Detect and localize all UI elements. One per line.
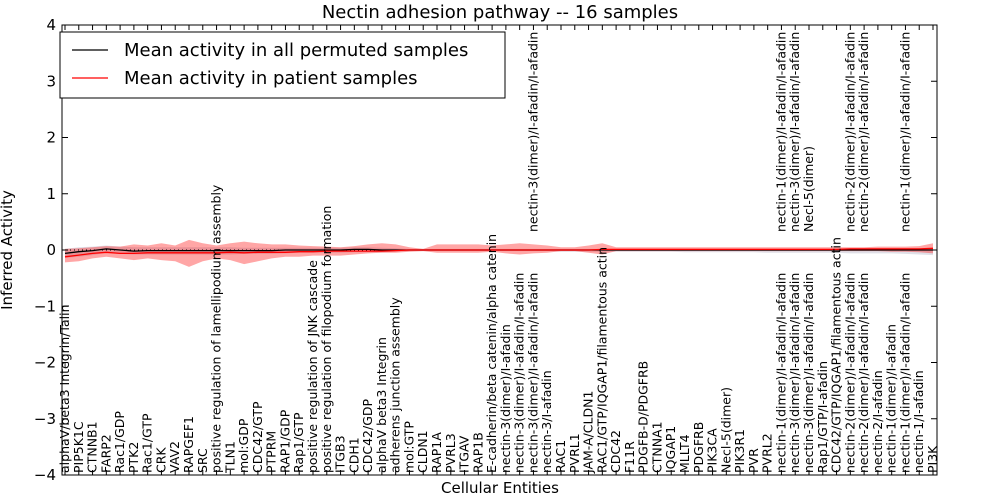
x-tick-label: CTNNB1	[85, 421, 100, 473]
y-tick-label: −2	[34, 354, 56, 372]
x-tick-label: PVRL3	[443, 433, 458, 473]
x-tick-label: RAP1B	[470, 432, 485, 473]
x-tick-label: F11R	[622, 441, 637, 473]
chart-title: Nectin adhesion pathway -- 16 samples	[322, 2, 678, 23]
y-tick-label: 1	[46, 185, 56, 203]
x-tick-label: RAPGEF1	[181, 416, 196, 473]
x-tick-label: nectin-1(dimer)/I-afadin/I-afadin	[773, 273, 788, 473]
legend-label-0: Mean activity in all permuted samples	[124, 40, 468, 61]
x-tick-label: RAC1	[553, 440, 568, 473]
x-tick-label: nectin-3(dimer)/I-afadin/I-afadin	[525, 273, 540, 473]
x-tick-label: nectin-3/I-afadin	[539, 370, 554, 473]
x-tick-label: VAV2	[167, 441, 182, 473]
x-tick-label: RAP1/GDP	[277, 409, 292, 473]
y-tick-label: 0	[46, 241, 56, 259]
x-tick-label: ITGAV	[457, 435, 472, 473]
x-tick-label: PIP5K1C	[71, 421, 86, 473]
y-tick-label: 4	[46, 16, 56, 34]
x-tick-label: PDGFB-D/PDGFRB	[636, 361, 651, 473]
x-tick-label: PDGFRB	[691, 422, 706, 473]
x-tick-label: nectin-1(dimer)/I-afadin/I-afadin	[897, 273, 912, 473]
x-tick-label: IQGAP1	[663, 426, 678, 473]
x-tick-label: adherens junction assembly	[388, 297, 403, 473]
x-tick-label: CTNNA1	[649, 421, 664, 473]
x-tick-label: TLN1	[222, 441, 237, 474]
x-tick-label: PI3K	[925, 445, 940, 473]
y-axis-label: Inferred Activity	[0, 190, 16, 310]
x-axis-label: Cellular Entities	[441, 479, 559, 497]
x-tick-label: positive regulation of filopodium format…	[319, 206, 334, 473]
confidence-band-0	[65, 245, 933, 258]
x-tick-label: E-cadherin/beta catenin/alpha catenin	[484, 234, 499, 473]
x-tick-label: Rac1/GTP	[140, 413, 155, 473]
x-tick-label: RAC1/GTP/IQGAP1/filamentous actin	[594, 247, 609, 473]
x-tick-label: nectin-3(dimer)/I-afadin	[498, 324, 513, 473]
x-tick-label: CDC42	[608, 430, 623, 473]
x-tick-label: positive regulation of lamellipodium ass…	[209, 184, 224, 473]
x-tick-label-upper: nectin-3(dimer)/I-afadin/I-afadin	[525, 32, 540, 232]
x-tick-label: alphaV/beta3 Integrin/Talin	[57, 305, 72, 474]
x-tick-label: nectin-2/I-afadin	[870, 370, 885, 473]
x-tick-label: ITGB3	[333, 435, 348, 473]
x-tick-label: nectin-1/I-afadin	[911, 370, 926, 473]
y-tick-label: −3	[34, 410, 56, 428]
x-tick-label: PVRL2	[760, 433, 775, 473]
x-tick-label: nectin-2(dimer)/I-afadin/I-afadin	[856, 273, 871, 473]
x-tick-label: Rac1/GDP	[112, 411, 127, 473]
x-tick-label-upper: nectin-2(dimer)/I-afadin/I-afadin	[842, 32, 857, 232]
x-tick-label: SRC	[195, 448, 210, 473]
x-tick-label: CDH1	[346, 437, 361, 473]
x-tick-label: nectin-3(dimer)/I-afadin/I-afadin	[801, 273, 816, 473]
x-tick-label-upper: nectin-1(dimer)/I-afadin/I-afadin	[897, 32, 912, 232]
x-tick-label: nectin-3(dimer)/I-afadin/I-afadin	[787, 273, 802, 473]
x-tick-label: CLDN1	[415, 430, 430, 473]
x-tick-label: PVRL1	[567, 433, 582, 473]
y-tick-label: 3	[46, 72, 56, 90]
x-tick-label: PIK3R1	[732, 429, 747, 473]
x-tick-label: CDC42/GDP	[360, 398, 375, 473]
x-tick-label: mol:GDP	[236, 418, 251, 473]
y-tick-label: 2	[46, 129, 56, 147]
x-tick-label: CRK	[153, 447, 168, 473]
x-tick-label: RAP1A	[429, 432, 444, 473]
legend-label-1: Mean activity in patient samples	[124, 68, 418, 89]
x-tick-label-upper: Necl-5(dimer)	[801, 146, 816, 232]
x-tick-label: PVR	[746, 448, 761, 473]
x-tick-label-upper: nectin-3(dimer)/I-afadin/I-afadin	[787, 32, 802, 232]
x-tick-label: CDC42/GTP/IQGAP1/filamentous actin	[829, 237, 844, 473]
x-tick-label: CDC42/GTP	[250, 401, 265, 473]
x-tick-label: FARP2	[98, 434, 113, 473]
legend-box	[59, 31, 506, 99]
y-tick-label: −1	[34, 297, 56, 315]
x-tick-label: nectin-2(dimer)/I-afadin/I-afadin	[842, 273, 857, 473]
x-tick-label: Rap1/GTP/I-afadin	[815, 361, 830, 473]
y-tick-label: −4	[34, 466, 56, 484]
x-tick-label: PTK2	[126, 442, 141, 473]
x-tick-label: JAM-A/CLDN1	[581, 391, 596, 474]
x-tick-label: Necl-5(dimer)	[718, 387, 733, 473]
x-tick-label: mol:GTP	[401, 421, 416, 473]
x-tick-label: PIK3CA	[705, 428, 720, 473]
x-tick-label: nectin-3(dimer)/I-afadin/I-afadin	[512, 273, 527, 473]
x-tick-label-upper: nectin-2(dimer)/I-afadin/I-afadin	[856, 32, 871, 232]
x-tick-label: alphaV beta3 Integrin	[374, 337, 389, 473]
x-tick-label: Rap1/GTP	[291, 412, 306, 473]
confidence-band-1	[65, 239, 933, 267]
x-tick-label: PTPRM	[264, 431, 279, 473]
x-tick-label: positive regulation of JNK cascade	[305, 260, 320, 473]
x-tick-label: MLLT4	[677, 434, 692, 473]
x-tick-label: nectin-1(dimer)/I-afadin	[884, 324, 899, 473]
x-tick-label-upper: nectin-1(dimer)/I-afadin/I-afadin	[773, 32, 788, 232]
series-line-1	[64, 247, 934, 258]
